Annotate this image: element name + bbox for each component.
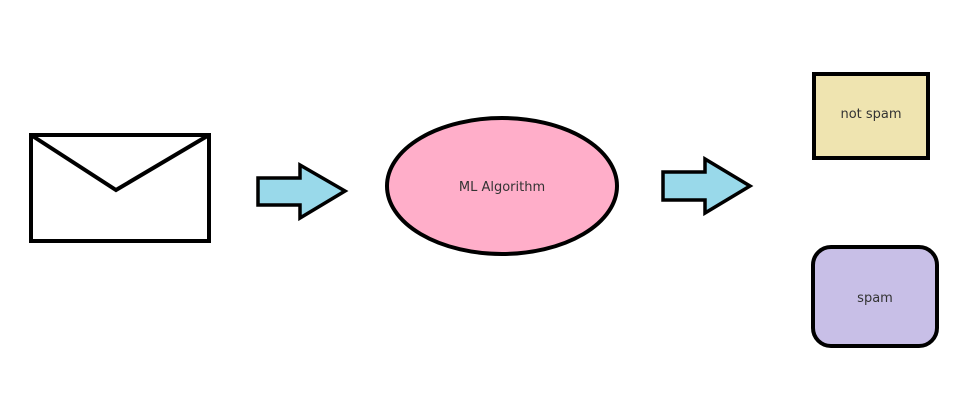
not-spam-label: not spam bbox=[840, 107, 901, 122]
ml-algorithm-label: ML Algorithm bbox=[459, 180, 545, 195]
spam-node: spam bbox=[811, 245, 939, 348]
not-spam-node: not spam bbox=[812, 72, 930, 160]
arrow-right-icon bbox=[256, 161, 349, 222]
envelope-icon bbox=[29, 133, 211, 243]
arrow-right-icon bbox=[661, 155, 754, 217]
spam-label: spam bbox=[857, 291, 893, 306]
ml-algorithm-node: ML Algorithm bbox=[385, 116, 619, 256]
